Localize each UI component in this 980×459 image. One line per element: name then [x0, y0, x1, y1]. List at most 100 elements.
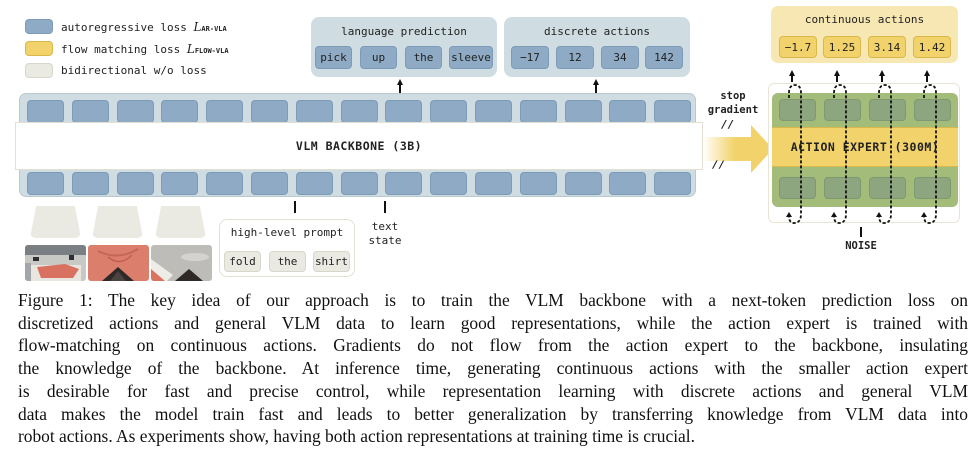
language-token: the — [405, 46, 442, 69]
noise-arrowhead — [876, 212, 882, 217]
backbone-output-token — [71, 100, 109, 123]
image-encoder-3 — [155, 206, 206, 238]
action-expert-flow-arrows — [786, 70, 937, 224]
legend-swatch-flow-matching — [25, 41, 53, 56]
prompt-token: shirt — [313, 251, 350, 272]
continuous-actions-panel: continuous actions −1.7 1.25 3.14 1.42 — [771, 6, 958, 63]
caption-line: the knowledge of the backbone. At infere… — [18, 358, 968, 379]
stop-gradient-label: stop gradient — [703, 89, 763, 117]
backbone-input-token — [251, 172, 288, 195]
high-level-prompt-panel: high-level prompt fold the shirt — [219, 219, 355, 277]
language-token: up — [360, 46, 397, 69]
discrete-action-token: 12 — [556, 46, 594, 69]
noise-label: NOISE — [845, 240, 877, 252]
backbone-input-token — [654, 172, 692, 195]
output-arrowhead — [834, 70, 840, 76]
backbone-output-token — [430, 100, 468, 123]
noise-arrowhead — [921, 212, 927, 217]
image-encoder-1 — [30, 206, 81, 238]
loss-symbol: L — [186, 41, 195, 56]
backbone-output-token — [519, 100, 557, 123]
legend-label: autoregressive loss — [61, 20, 194, 34]
loss-symbol: L — [193, 19, 202, 34]
backbone-output-token — [564, 100, 602, 123]
action-expert-input-token — [779, 177, 816, 199]
caption-line: is desirable for fast and precise contro… — [18, 380, 968, 401]
action-expert-output-token — [779, 99, 816, 121]
output-arrowhead — [924, 70, 930, 76]
action-expert-input-token — [869, 177, 906, 199]
backbone-input-token — [340, 172, 378, 195]
action-expert-output-token — [824, 99, 861, 121]
camera-view-1-image — [25, 245, 86, 281]
noise-arrowhead — [786, 212, 792, 217]
output-arrowhead — [789, 70, 795, 76]
figure-caption: Figure 1: The key idea of our approach i… — [18, 289, 968, 448]
continuous-action-token: −1.7 — [779, 36, 817, 58]
backbone-output-token — [609, 100, 647, 123]
stop-gradient-mark-top: // — [721, 118, 735, 131]
backbone-output-token — [27, 100, 64, 123]
text-state-label: text state — [362, 220, 408, 248]
backbone-input-token — [519, 172, 557, 195]
camera-view-3-image — [151, 245, 212, 281]
backbone-input-token — [161, 172, 199, 195]
backbone-input-token — [116, 172, 154, 195]
legend-label: bidirectional w/o loss — [61, 64, 207, 77]
legend-label: flow matching loss — [61, 42, 187, 56]
vlm-backbone-label: VLM BACKBONE (3B) — [15, 122, 703, 170]
camera-image-overhead — [25, 245, 86, 281]
legend-item-flow-matching: flow matching loss LFLOW-VLA — [25, 40, 229, 57]
backbone-output-token — [161, 100, 199, 123]
prompt-token: the — [269, 251, 306, 272]
continuous-actions-title: continuous actions — [804, 13, 925, 26]
denoising-flow-path — [833, 84, 847, 224]
text-state-connector — [384, 201, 386, 213]
caption-line: robot actions. As experiments show, havi… — [18, 426, 695, 447]
prompt-token: fold — [224, 251, 261, 272]
noise-connector — [860, 227, 862, 237]
continuous-action-token: 3.14 — [868, 36, 906, 58]
legend-swatch-autoregressive — [25, 19, 53, 34]
action-expert-output-token — [914, 99, 951, 121]
language-prediction-panel: language prediction pick up the sleeve — [311, 17, 497, 77]
backbone-input-token — [27, 172, 64, 195]
language-prediction-title: language prediction — [341, 25, 467, 38]
legend-swatch-bidirectional — [25, 63, 53, 78]
continuous-action-token: 1.25 — [823, 36, 861, 58]
stop-gradient-mark-bottom: // — [712, 158, 726, 171]
language-token: pick — [315, 46, 352, 69]
action-expert-input-token — [824, 177, 861, 199]
backbone-output-token — [251, 100, 288, 123]
text-state-line2: state — [368, 234, 402, 247]
action-expert-input-token — [914, 177, 951, 199]
stop-gradient-line2: gradient — [707, 104, 759, 116]
caption-line: Figure 1: The key idea of our approach i… — [18, 290, 968, 310]
camera-image-wrist-left — [88, 245, 149, 281]
language-token: sleeve — [449, 46, 493, 69]
backbone-input-token — [430, 172, 468, 195]
discrete-actions-title: discrete actions — [544, 25, 650, 38]
denoising-flow-path — [788, 84, 802, 224]
backbone-output-token — [116, 100, 154, 123]
discrete-actions-panel: discrete actions −17 12 34 142 — [504, 17, 690, 77]
action-expert-label: ACTION EXPERT (300M) — [772, 127, 958, 167]
backbone-input-token — [609, 172, 647, 195]
prompt-connector — [294, 201, 296, 213]
denoising-flow-path — [923, 84, 937, 224]
discrete-action-token: −17 — [511, 46, 549, 69]
stop-gradient-line1: stop — [720, 90, 746, 102]
caption-line: data makes the model train fast and lead… — [18, 403, 968, 424]
backbone-input-token — [71, 172, 109, 195]
backbone-input-token — [475, 172, 512, 195]
camera-image-wrist-right — [151, 245, 212, 281]
action-expert-output-token — [869, 99, 906, 121]
output-arrowhead — [879, 70, 885, 76]
loss-subscript: AR-VLA — [201, 24, 227, 33]
backbone-input-token — [295, 172, 333, 195]
backbone-input-token — [564, 172, 602, 195]
caption-line: flow-matching on continuous actions. Gra… — [18, 335, 968, 356]
backbone-input-token — [206, 172, 244, 195]
backbone-output-token — [206, 100, 244, 123]
backbone-output-token — [340, 100, 378, 123]
